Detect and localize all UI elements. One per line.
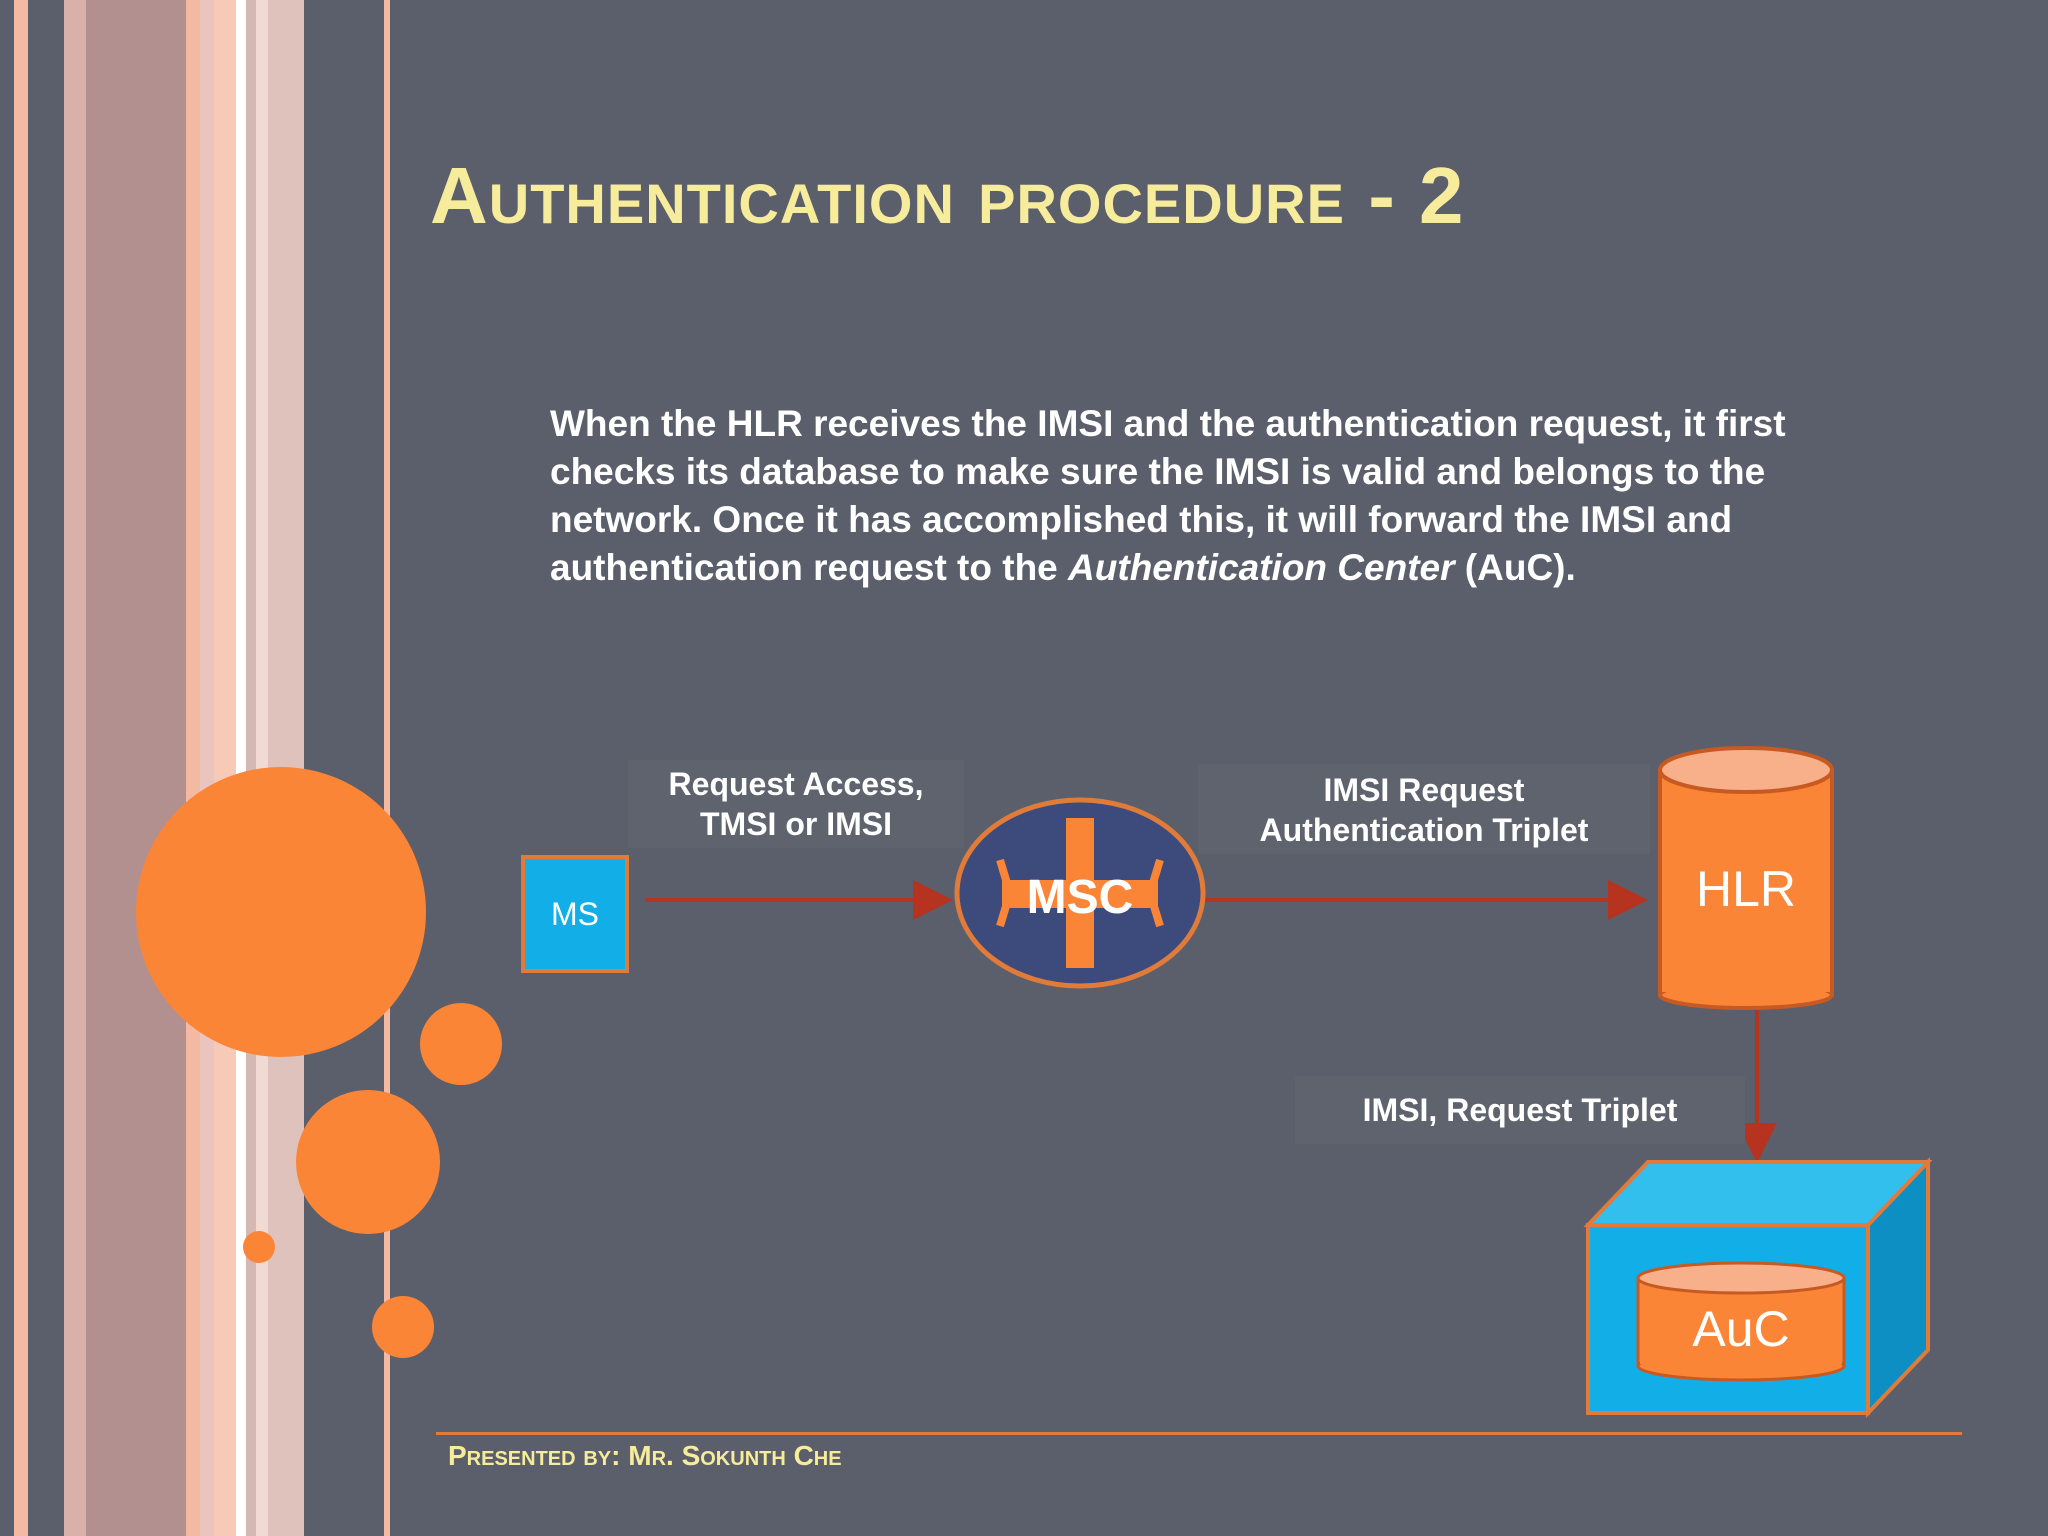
footer-divider — [436, 1432, 1962, 1435]
msc-node-label: MSC — [1026, 871, 1134, 924]
msc-node-shape — [954, 797, 1206, 989]
hlr-cylinder-shape — [1658, 746, 1834, 1010]
small-circle — [243, 1231, 275, 1263]
body-text-outro: (AuC). — [1454, 547, 1576, 588]
footer-presenter: Presented by: Mr. Sokunth Che — [448, 1440, 842, 1471]
body-text-italic: Authentication Center — [1068, 547, 1455, 588]
auc-node-label: AuC — [1692, 1301, 1790, 1357]
edge-label-hlr-auc: IMSI, Request Triplet — [1295, 1076, 1745, 1144]
medium-circle-2 — [296, 1090, 440, 1234]
body-text-intro: When the HLR receives the IMSI and the a… — [550, 403, 1786, 588]
auc-cube-shape — [1583, 1157, 1933, 1418]
edge-label-ms-msc-line1: Request Access, — [668, 766, 924, 802]
small-circle-2 — [372, 1296, 434, 1358]
edge-label-msc-hlr-line1: IMSI Request — [1323, 772, 1525, 808]
large-circle — [136, 767, 426, 1057]
hlr-node-label: HLR — [1695, 861, 1797, 917]
edge-label-ms-msc: Request Access, TMSI or IMSI — [628, 760, 964, 848]
body-paragraph: When the HLR receives the IMSI and the a… — [550, 400, 1890, 592]
medium-circle — [420, 1003, 502, 1085]
ms-node: MS — [521, 855, 629, 973]
edge-label-ms-msc-line2: TMSI or IMSI — [700, 806, 892, 842]
edge-label-msc-hlr-line2: Authentication Triplet — [1259, 812, 1589, 848]
edge-label-msc-hlr: IMSI Request Authentication Triplet — [1198, 764, 1650, 854]
page-title: Authentication procedure - 2 — [430, 151, 1465, 240]
